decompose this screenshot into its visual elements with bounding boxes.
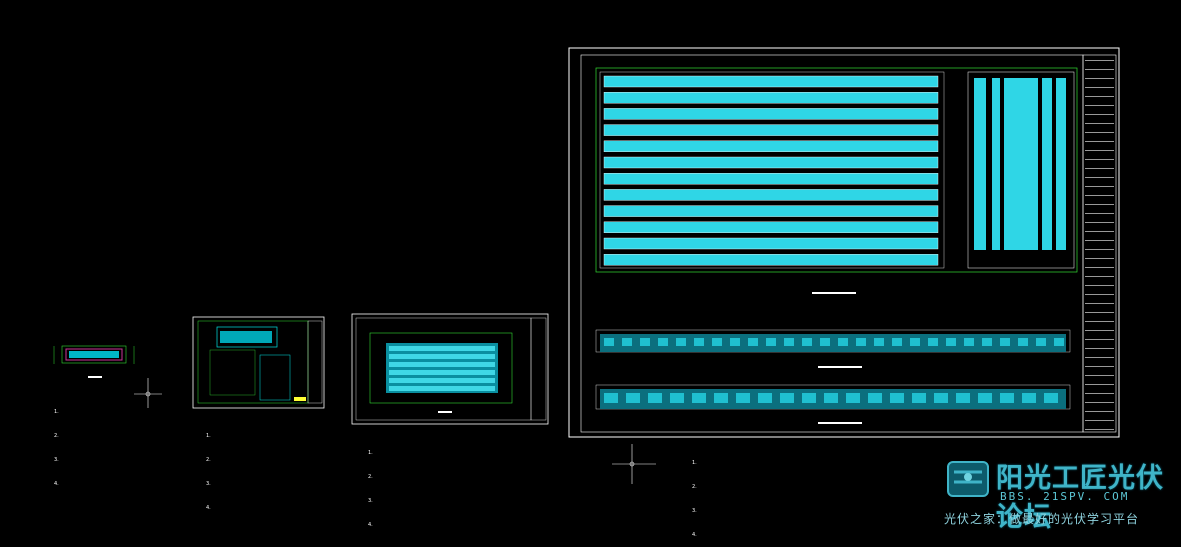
sheet-4-notes: 1. 2. 3. 4. [692,443,697,547]
note-line: 4. [206,505,211,511]
ucs-axis-icon [612,444,656,484]
note-line: 3. [54,457,59,463]
sheet-4-drawing [568,47,1120,438]
sheet-2-drawing [192,316,325,409]
note-line: 4. [368,522,373,528]
note-line: 2. [692,484,697,490]
note-line: 1. [54,409,59,415]
note-line: 1. [368,450,373,456]
note-line: 4. [54,481,59,487]
note-line: 3. [368,498,373,504]
note-line: 1. [206,433,211,439]
sheet-2-notes: 1. 2. 3. 4. [206,416,211,520]
sheet-1-notes: 1. 2. 3. 4. [54,392,59,496]
note-line: 2. [54,433,59,439]
note-line: 4. [692,532,697,538]
note-line: 3. [206,481,211,487]
note-line: 1. [692,460,697,466]
ucs-axis-icon [134,378,162,408]
watermark-title: 阳光工匠光伏论坛 [996,463,1164,533]
sheet-3-drawing [351,313,549,425]
sheet-3-notes: 1. 2. 3. 4. [368,433,373,537]
note-line: 2. [368,474,373,480]
sheet-1-drawing [53,345,135,378]
watermark-url: BBS. 21SPV. COM [1000,490,1130,503]
note-line: 3. [692,508,697,514]
forum-logo-icon [947,461,989,497]
cad-model-space[interactable] [0,0,1181,534]
note-line: 2. [206,457,211,463]
watermark-slogan: 光伏之家：做最好的光伏学习平台 [944,512,1140,526]
